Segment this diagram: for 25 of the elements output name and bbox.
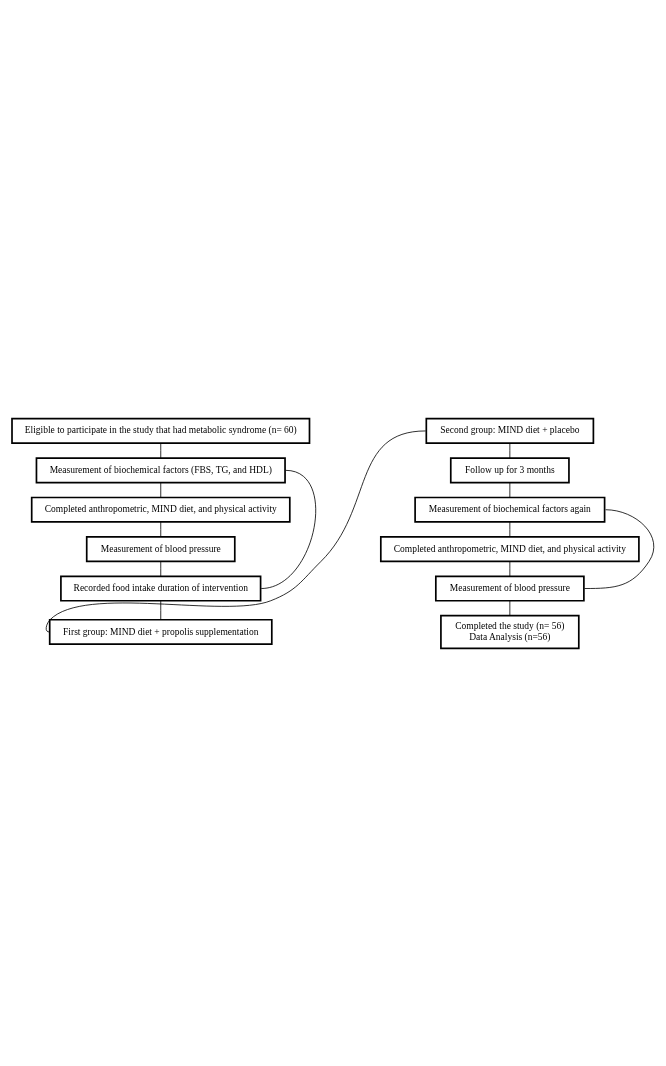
node-box: Measurement of biochemical factors again [414, 496, 606, 523]
node-box: Second group: MIND diet + placebo [425, 417, 595, 444]
connector [584, 508, 655, 589]
node-box: Measurement of blood pressure [85, 535, 236, 562]
connector [160, 521, 162, 537]
connector [509, 560, 511, 577]
node-box: Follow up for 3 months [449, 456, 570, 483]
node-box: Completed anthropometric, MIND diet, and physical activity [30, 496, 291, 523]
node-box: Measurement of biochemical factors (FBS, TG, and HDL) [35, 456, 286, 483]
connector [160, 481, 162, 498]
node-box: First group: MIND diet + propolis supplementation [48, 618, 273, 645]
connector [509, 481, 511, 498]
node-box: Measurement of blood pressure [434, 574, 585, 602]
connector [509, 521, 511, 537]
connector [260, 469, 317, 589]
connector [509, 600, 511, 616]
connector [160, 442, 162, 459]
connector [45, 430, 427, 632]
connector [160, 560, 162, 577]
node-box: Completed anthropometric, MIND diet, and physical activity [379, 535, 640, 562]
node-box: Eligible to participate in the study that had metabolic syndrome (n= 60) [11, 417, 311, 444]
connector [160, 600, 162, 620]
node-box: Completed the study (n= 56) Data Analysis (n=56) [440, 614, 580, 649]
node-box: Recorded food intake duration of intervention [60, 574, 262, 602]
connector [509, 442, 511, 459]
